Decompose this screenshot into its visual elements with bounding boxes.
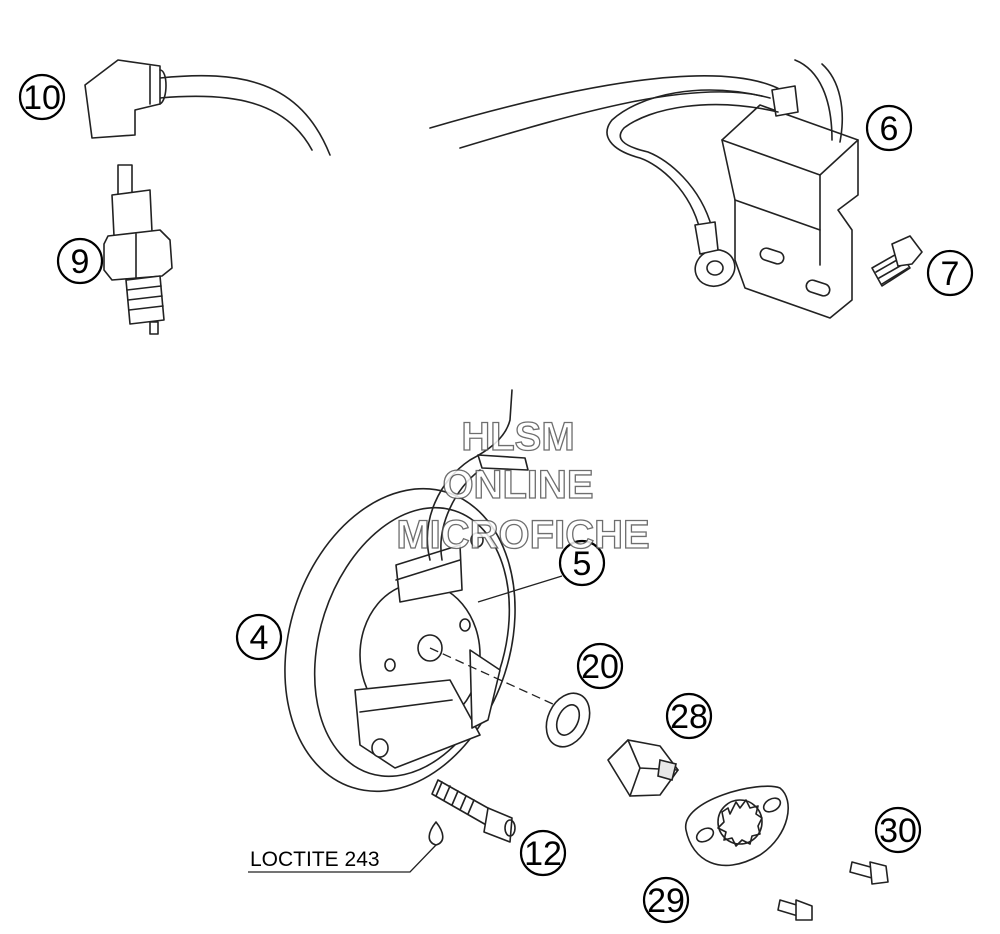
callout-6[interactable]: 6 bbox=[865, 104, 913, 152]
pickup-plate bbox=[685, 785, 789, 867]
svg-text:10: 10 bbox=[23, 79, 61, 117]
svg-text:6: 6 bbox=[880, 110, 899, 148]
callout-12[interactable]: 12 bbox=[519, 829, 567, 877]
washer bbox=[545, 692, 591, 748]
ignition-coil bbox=[606, 59, 859, 319]
callout-7[interactable]: 7 bbox=[926, 249, 974, 297]
svg-text:30: 30 bbox=[879, 812, 917, 850]
axis-centerline bbox=[429, 647, 556, 706]
svg-text:12: 12 bbox=[524, 835, 562, 873]
svg-text:7: 7 bbox=[941, 255, 960, 293]
callout-29[interactable]: 29 bbox=[642, 876, 690, 924]
callout-5[interactable]: 5 bbox=[558, 539, 606, 587]
coil-mounting-bolt bbox=[871, 235, 923, 287]
callout-4[interactable]: 4 bbox=[235, 613, 283, 661]
leader-5 bbox=[477, 575, 563, 603]
svg-text:29: 29 bbox=[647, 882, 685, 920]
flywheel-nut bbox=[607, 739, 679, 797]
callout-20[interactable]: 20 bbox=[576, 642, 624, 690]
spark-plug bbox=[103, 164, 173, 335]
threadlocker-drop-icon bbox=[428, 821, 444, 846]
watermark: HLSM ONLINE MICROFICHE bbox=[396, 414, 651, 557]
pickup-screw-lower bbox=[777, 899, 813, 921]
svg-text:9: 9 bbox=[71, 243, 90, 281]
loctite-note: LOCTITE 243 bbox=[250, 848, 380, 871]
callout-9[interactable]: 9 bbox=[56, 237, 104, 285]
callout-10[interactable]: 10 bbox=[18, 73, 66, 121]
loctite-leader-line bbox=[248, 844, 437, 873]
spark-plug-cable bbox=[159, 74, 793, 156]
svg-text:HLSM: HLSM bbox=[461, 415, 574, 459]
callout-28[interactable]: 28 bbox=[665, 692, 713, 740]
callout-30[interactable]: 30 bbox=[874, 806, 922, 854]
svg-text:28: 28 bbox=[670, 698, 708, 736]
stator-screw bbox=[431, 779, 516, 843]
spark-plug-cap bbox=[84, 59, 167, 139]
svg-text:ONLINE: ONLINE bbox=[442, 463, 593, 507]
svg-text:4: 4 bbox=[250, 619, 269, 657]
svg-text:MICROFICHE: MICROFICHE bbox=[396, 513, 649, 557]
pickup-screw-upper bbox=[849, 861, 889, 885]
stator-plate bbox=[284, 389, 529, 793]
svg-text:20: 20 bbox=[581, 648, 619, 686]
svg-text:5: 5 bbox=[573, 545, 592, 583]
